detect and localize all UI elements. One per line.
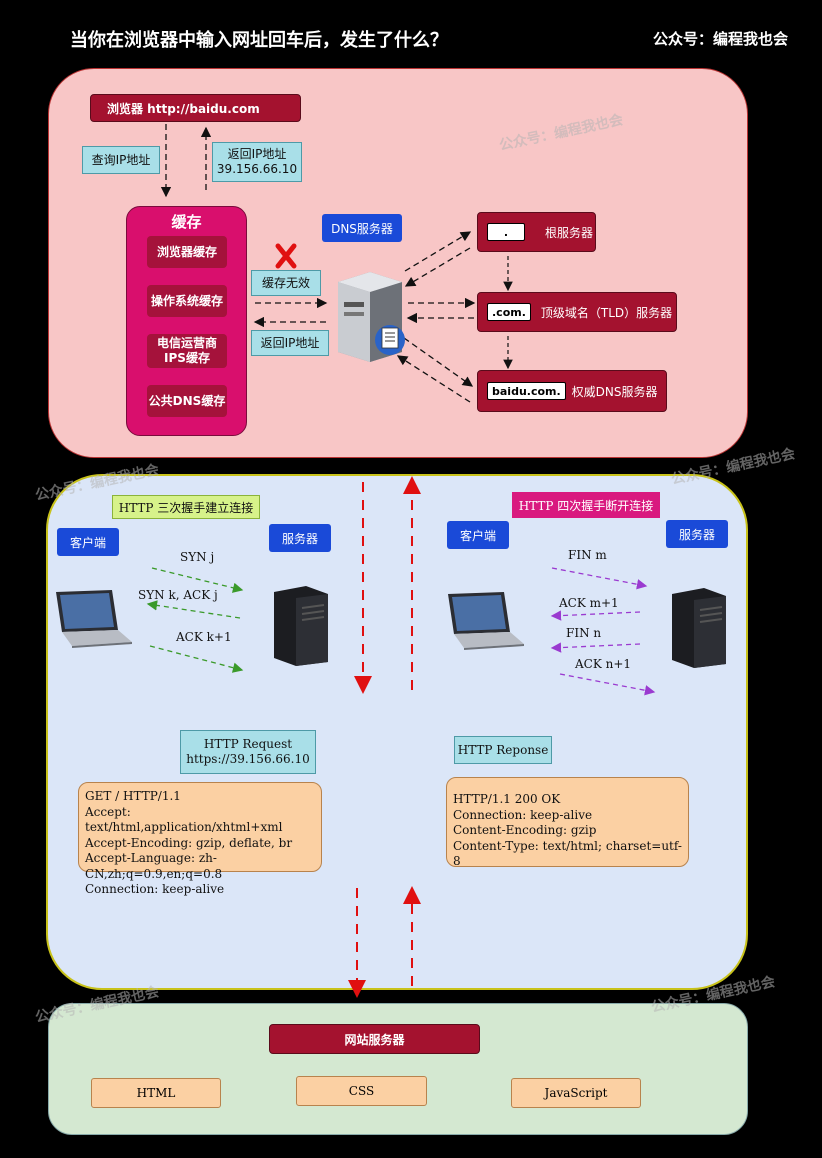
- cache-item-browser: 浏览器缓存: [147, 236, 227, 268]
- response-line: HTTP/1.1 200 OK: [453, 792, 561, 806]
- request-line: Accept-Language: zh-CN,zh;q=0.9,en;q=0.8: [85, 851, 223, 881]
- fin-n-arrow: [550, 642, 641, 653]
- ack-m-arrow: [550, 610, 641, 621]
- handshake-server-label: 服务器: [269, 524, 331, 552]
- tld-tag: .com.: [487, 303, 531, 321]
- file-html: HTML: [91, 1078, 221, 1108]
- query-ip-label: 查询IP地址: [82, 146, 160, 174]
- auth-to-dns-arrow: [396, 355, 471, 403]
- handshake-client-label: 客户端: [57, 528, 119, 556]
- file-css: CSS: [296, 1076, 427, 1106]
- website-server-box: 网站服务器: [269, 1024, 480, 1054]
- response-title: HTTP Reponse: [454, 736, 552, 764]
- auth-tag: baidu.com.: [487, 382, 566, 400]
- root-tag: .: [487, 223, 525, 241]
- file-javascript: JavaScript: [511, 1078, 641, 1108]
- response-headers-box: HTTP/1.1 200 OK Connection: keep-alive C…: [446, 777, 689, 869]
- wave-step-1: FIN m: [568, 548, 607, 562]
- wave-step-2: ACK m+1: [559, 596, 619, 610]
- wave-title: HTTP 四次握手断开连接: [512, 492, 660, 518]
- cache-item-isp: 电信运营商IPS缓存: [147, 334, 227, 368]
- handshake-server-tower-icon: [274, 586, 328, 666]
- tld-server-box: .com. 顶级域名（TLD）服务器: [477, 292, 677, 332]
- wave-client-label: 客户端: [447, 521, 509, 549]
- request-title: HTTP Request: [203, 737, 293, 751]
- dns-to-auth-arrow: [403, 337, 474, 387]
- syn-ack-arrow: [146, 600, 241, 619]
- cache-title: 缓存: [171, 213, 202, 231]
- connection-panel: [46, 474, 748, 990]
- request-url: https://39.156.66.10: [186, 752, 310, 766]
- cache-invalid-label: 缓存无效: [251, 270, 321, 296]
- auth-server-box: baidu.com. 权威DNS服务器: [477, 370, 667, 412]
- syn-arrow: [151, 567, 244, 593]
- cache-item-public-dns: 公共DNS缓存: [147, 385, 227, 417]
- request-line: GET / HTTP/1.1: [85, 789, 181, 803]
- auth-label: 权威DNS服务器: [571, 384, 658, 399]
- browser-url-box: 浏览器 http://baidu.com: [90, 94, 301, 122]
- root-label: 根服务器: [545, 225, 594, 240]
- response-line: Content-Encoding: gzip: [453, 823, 597, 837]
- request-headers-box: GET / HTTP/1.1 Accept: text/html,applica…: [78, 782, 322, 896]
- client-laptop-icon: [56, 590, 132, 648]
- return-ip-title: 返回IP地址: [227, 147, 287, 161]
- wave-client-laptop-icon: [448, 592, 524, 650]
- handshake-title: HTTP 三次握手建立连接: [112, 495, 260, 519]
- response-line: Content-Type: text/html; charset=utf-8: [453, 838, 682, 869]
- root-to-dns-arrow: [404, 247, 471, 287]
- wave-step-3: FIN n: [566, 626, 602, 640]
- brand-label: 公众号：编程我也会: [652, 30, 788, 48]
- dns-server-label: DNS服务器: [322, 214, 402, 242]
- fin-m-arrow: [551, 567, 648, 590]
- invalid-cross: [275, 243, 297, 269]
- dns-server-icon: [338, 272, 405, 362]
- request-title-box: HTTP Request https://39.156.66.10: [180, 730, 316, 774]
- handshake-step-2: SYN k, ACK j: [138, 588, 218, 602]
- response-line: Connection: keep-alive: [453, 807, 593, 822]
- return-ip-box: 返回IP地址 39.156.66.10: [212, 142, 302, 182]
- request-line: Connection: keep-alive: [85, 882, 225, 896]
- wave-server-label: 服务器: [666, 520, 728, 548]
- request-line: Accept: text/html,application/xhtml+xml: [85, 804, 283, 835]
- page-title: 当你在浏览器中输入网址回车后，发生了什么？: [70, 30, 448, 51]
- wave-step-4: ACK n+1: [575, 657, 632, 671]
- wave-server-tower-icon: [672, 588, 726, 668]
- root-server-box: . 根服务器: [477, 212, 596, 252]
- handshake-step-1: SYN j: [180, 550, 215, 564]
- handshake-step-3: ACK k+1: [176, 630, 232, 644]
- request-line: Accept-Encoding: gzip, deflate, br: [85, 835, 293, 850]
- ack-arrow: [149, 645, 244, 673]
- cache-box: 缓存 浏览器缓存 操作系统缓存 电信运营商IPS缓存 公共DNS缓存: [126, 206, 247, 436]
- cache-item-os: 操作系统缓存: [147, 285, 227, 317]
- return-ip-label: 返回IP地址: [251, 330, 329, 356]
- return-ip-address: 39.156.66.10: [216, 162, 298, 176]
- ack-n-arrow: [559, 673, 656, 696]
- dns-to-root-arrow: [404, 231, 472, 272]
- tld-label: 顶级域名（TLD）服务器: [540, 305, 673, 320]
